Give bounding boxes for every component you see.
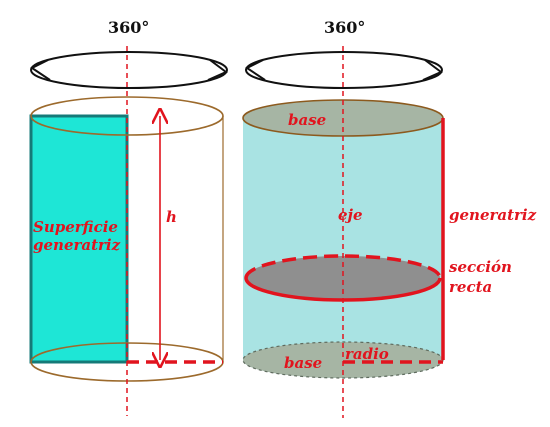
radio-label: radio bbox=[345, 345, 389, 363]
height-label: h bbox=[166, 208, 177, 226]
generatriz-label: generatriz bbox=[449, 206, 537, 224]
right-rotation-arrowhead-left bbox=[245, 59, 266, 81]
superficie-label: Superficie bbox=[33, 218, 118, 236]
cross-section bbox=[246, 256, 440, 300]
base-top-label: base bbox=[288, 111, 326, 129]
recta-label: recta bbox=[449, 278, 492, 296]
generating-surface bbox=[29, 114, 129, 364]
left-degrees-label: 360° bbox=[108, 18, 149, 37]
right-rotation-ellipse bbox=[245, 51, 443, 89]
cross-section-back-dashed bbox=[244, 254, 442, 279]
base-bottom-label: base bbox=[284, 354, 322, 372]
left-rotation-ellipse bbox=[30, 51, 228, 89]
right-cylinder: 360° base eje generatriz sección recta b… bbox=[242, 18, 537, 418]
seccion-label: sección bbox=[449, 258, 512, 276]
right-degrees-label: 360° bbox=[324, 18, 365, 37]
left-rotation-arrowhead-left bbox=[30, 59, 51, 81]
left-rotation-arrowhead-right bbox=[207, 59, 228, 81]
left-cylinder: 360° Superficie generatriz h bbox=[29, 18, 228, 416]
right-rotation-arrowhead-right bbox=[422, 59, 443, 81]
left-cylinder-top-ellipse bbox=[30, 96, 224, 136]
generatriz-surface-label: generatriz bbox=[33, 236, 121, 254]
eje-label: eje bbox=[338, 206, 363, 224]
